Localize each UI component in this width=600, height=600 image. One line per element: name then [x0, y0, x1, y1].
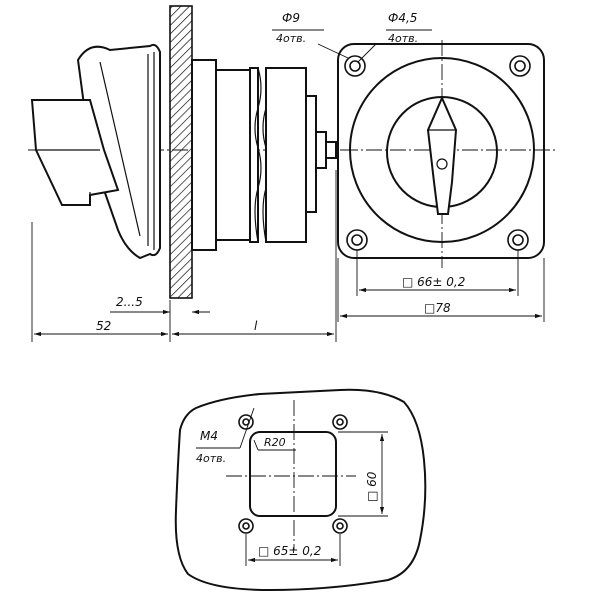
switch-body: [215, 69, 251, 241]
switch-housing: [76, 43, 161, 260]
cutout-corner-radius: R20: [264, 436, 286, 449]
front-bezel: [349, 57, 535, 243]
cutout-hole-bl: [238, 518, 254, 534]
front-view: Ф9 4отв. Ф4,5 4отв. □ 66± 0,2 □78: [272, 11, 556, 322]
mount-hole-inner-diameter: Ф4,5: [388, 11, 417, 25]
cutout-thread-count: 4отв.: [196, 452, 226, 465]
cutout-hole-tr: [332, 414, 348, 430]
cutout-hole-spacing-dim: □ 65± 0,2: [258, 544, 321, 558]
cutout-hole-br: [332, 518, 348, 534]
cutout-window: [249, 431, 337, 517]
mount-hole-bl: [346, 229, 368, 251]
mount-hole-diameter: Ф9: [282, 11, 300, 25]
panel-cutout-view: M4 4отв. R20 □ 60 □ 65± 0,2: [174, 388, 427, 592]
flange-size-dim: □78: [424, 301, 451, 315]
side-view: 2...5 52 l: [28, 5, 342, 342]
dim-shaft-length: l: [254, 319, 258, 333]
cutout-hole-tl: [238, 414, 254, 430]
dim-wall-thickness: 2...5: [116, 295, 143, 309]
hole-spacing-dim: □ 66± 0,2: [402, 275, 465, 289]
mount-hole-br: [507, 229, 529, 251]
rear-flange: [191, 59, 217, 251]
rotary-handle[interactable]: [426, 95, 458, 215]
mount-hole-tr: [509, 55, 531, 77]
front-flange: [337, 43, 545, 259]
mount-hole-tl: [344, 55, 366, 77]
cutout-thread: M4: [200, 429, 218, 443]
dim-overall-length: 52: [96, 319, 111, 333]
cutout-size-dim: □ 60: [365, 471, 379, 502]
mounting-wall: [169, 5, 193, 299]
mount-hole-count: 4отв.: [276, 32, 306, 45]
shaft: [315, 131, 327, 169]
panel-outline: [174, 388, 427, 592]
mount-hole-inner-count: 4отв.: [388, 32, 418, 45]
contact-block: [265, 67, 307, 243]
